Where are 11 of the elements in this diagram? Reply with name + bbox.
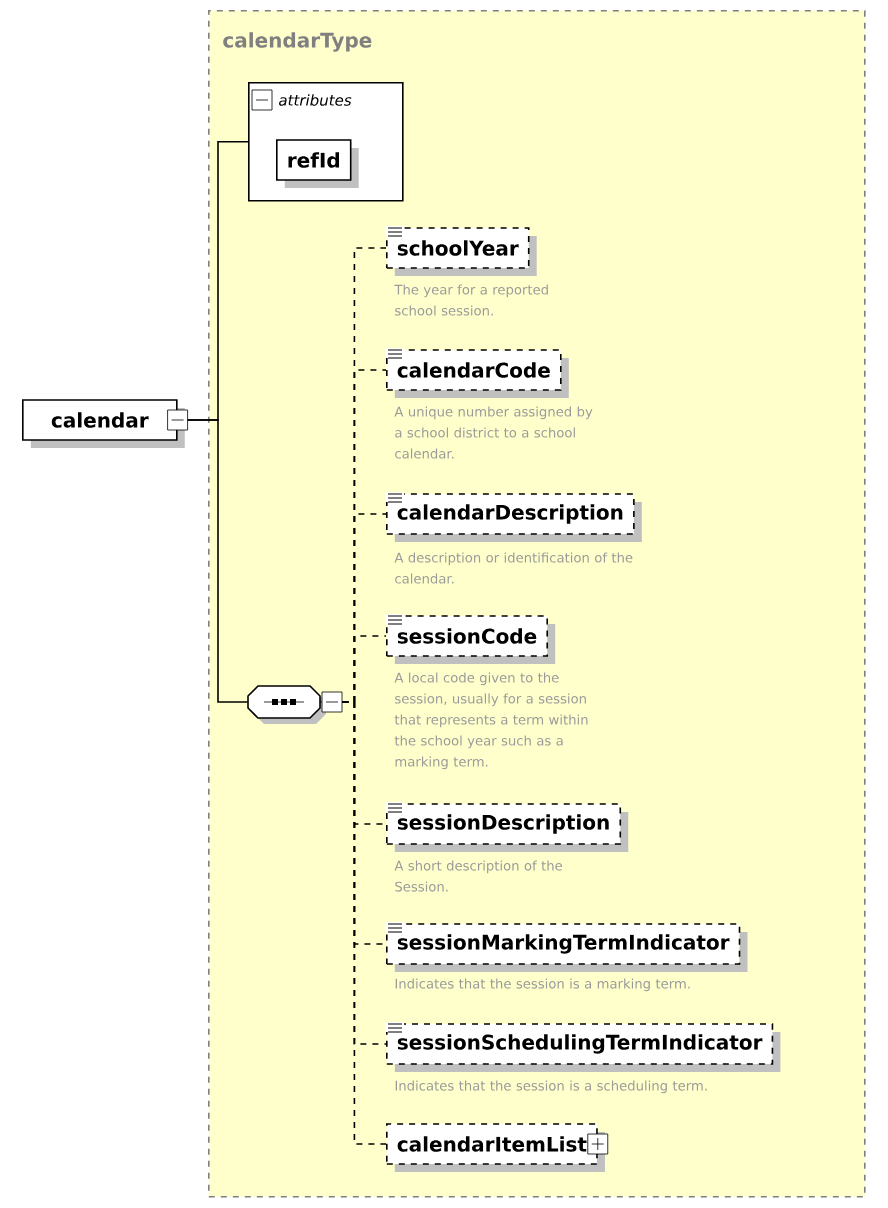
element-box: sessionCode xyxy=(385,614,556,664)
element-box: sessionDescription xyxy=(385,802,629,852)
connector-line xyxy=(341,701,387,1145)
element-box: sessionSchedulingTermIndicator xyxy=(385,1022,781,1072)
element-box: calendarDescription xyxy=(385,492,642,542)
connector-line xyxy=(186,419,249,703)
element-box: schoolYear xyxy=(385,226,537,276)
element-box: refId xyxy=(276,139,359,188)
element-box: calendarItemList xyxy=(386,1123,605,1172)
element-box: sessionMarkingTermIndicator xyxy=(385,922,748,972)
element-box: calendarCode xyxy=(385,348,569,398)
